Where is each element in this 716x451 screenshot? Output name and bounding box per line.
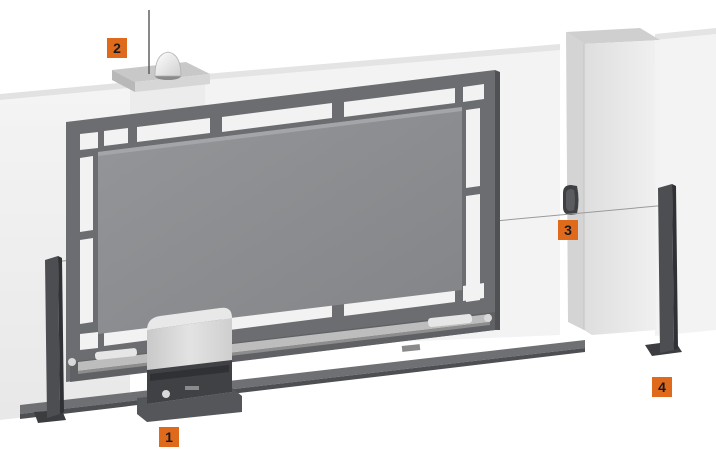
callout-4: 4 bbox=[658, 379, 666, 395]
flashing-light-icon bbox=[148, 10, 182, 80]
photocell-post-left-icon bbox=[34, 256, 66, 423]
callout-1: 1 bbox=[165, 429, 173, 445]
callout-3: 3 bbox=[564, 222, 572, 238]
callout-2-box bbox=[107, 38, 127, 58]
photocell-post-right-icon bbox=[645, 184, 682, 356]
callout-2: 2 bbox=[113, 40, 121, 56]
gate-motor-icon bbox=[137, 307, 242, 422]
sliding-gate bbox=[66, 70, 500, 382]
callout-4-box bbox=[652, 377, 672, 397]
callout-1-box bbox=[159, 427, 179, 447]
callout-3-box bbox=[558, 220, 578, 240]
right-pillar bbox=[566, 28, 660, 335]
photocell-3-icon bbox=[563, 185, 579, 215]
